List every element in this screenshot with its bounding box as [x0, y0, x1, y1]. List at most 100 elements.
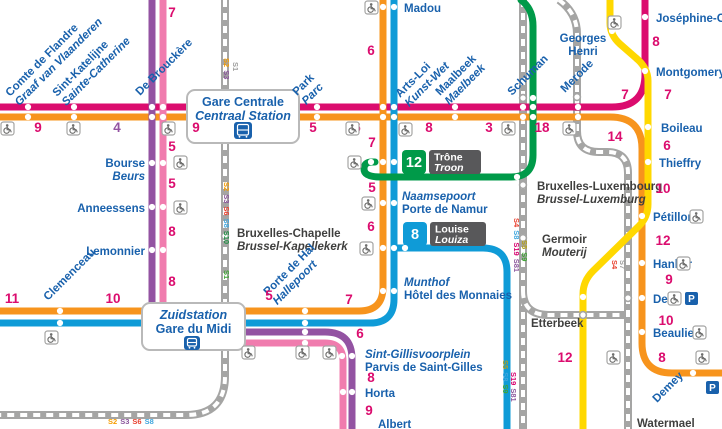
station-dot: [148, 203, 156, 211]
wheelchair-icon: [322, 345, 337, 360]
station-dot: [644, 123, 652, 131]
route-number-3: 3: [485, 120, 493, 135]
rail-station-dot: [220, 231, 230, 241]
station-label-line: Naamsepoort: [402, 191, 477, 203]
station-dot: [159, 246, 167, 254]
tram-line-pink-south: [241, 339, 347, 429]
s-route-label-s-luxembourg-2: S5S9: [520, 240, 529, 261]
wheelchair-icon: [359, 241, 374, 256]
route-number-11: 11: [5, 291, 20, 306]
station-label-line: Bourse: [105, 158, 145, 170]
station-dot: [24, 103, 32, 111]
railway-lines: [0, 0, 632, 429]
route-number-14: 14: [607, 129, 623, 144]
station-label-line: Thieffry: [659, 158, 702, 170]
route-number-5: 5: [265, 288, 273, 303]
station-box-name-2: Gare du Midi: [156, 322, 232, 336]
svg-text:P: P: [688, 294, 695, 305]
route-number-7: 7: [664, 87, 672, 102]
station-label-line: Bruxelles-Chapelle: [237, 228, 341, 240]
svg-text:P: P: [709, 383, 716, 394]
station-dot: [390, 3, 398, 11]
station-dot: [390, 103, 398, 111]
station-label-line: Boileau: [661, 123, 703, 135]
station-label-line: Bruxelles-Luxembourg: [537, 181, 662, 193]
station-dot: [379, 113, 387, 121]
parking-icons: PP: [685, 292, 719, 394]
station-dot: [390, 158, 398, 166]
route-number-12: 12: [655, 233, 670, 248]
s-route-label-s-chapelle: S1: [222, 270, 231, 279]
station-dot: [401, 244, 409, 252]
s-route-label-s-luxembourg-1: S4S8S19S81: [512, 218, 521, 272]
station-label-line: Brussel-Kapellekerk: [237, 241, 348, 253]
station-dot: [348, 388, 356, 396]
station-label-line: Porte de Namur: [402, 204, 488, 216]
station-label-line: Mouterij: [542, 247, 588, 259]
station-label-line: Munthof: [404, 277, 451, 289]
station-label-line: Germoir: [542, 234, 587, 246]
station-dot: [148, 113, 156, 121]
tram-line-teal-central: [0, 0, 398, 327]
station-label-line: Clemenceau: [42, 247, 98, 303]
station-label-line: Horta: [365, 388, 396, 400]
wheelchair-icon: [692, 325, 707, 340]
station-dot: [148, 246, 156, 254]
station-dot: [529, 113, 537, 121]
station-dot: [301, 339, 309, 347]
station-dot: [301, 328, 309, 336]
train-icon: [234, 122, 252, 139]
tram-line-yellow-7: [579, 0, 652, 429]
station-label-petillon: Pétillon: [653, 212, 695, 224]
route-number-9: 9: [34, 120, 42, 135]
station-dot: [159, 113, 167, 121]
station-dot: [390, 113, 398, 121]
s-route-label-s-centrale-top-2: S1: [231, 62, 240, 71]
route-numbers: 9495683181467567558811105768977861012910…: [5, 5, 674, 418]
route-number-5: 5: [168, 176, 176, 191]
wheelchair-icon: [295, 345, 310, 360]
route-number-6: 6: [356, 326, 364, 341]
station-dot: [70, 113, 78, 121]
railway-dash-midi-centrale: [0, 0, 227, 417]
route-number-7: 7: [168, 5, 176, 20]
station-dot: [390, 199, 398, 207]
wheelchair-icon: [689, 209, 704, 224]
wheelchair-icons: [0, 0, 710, 365]
station-dot: [529, 103, 537, 111]
tram-line-teal-louise-branch: [390, 244, 511, 429]
route-number-8: 8: [658, 350, 666, 365]
station-dot: [689, 369, 697, 377]
tram-line-green-12: [360, 0, 537, 181]
station-dot: [451, 103, 459, 111]
station-dot: [367, 158, 375, 166]
station-dot: [379, 103, 387, 111]
station-label-line: Hôtel des Monnaies: [404, 290, 512, 302]
station-dot: [379, 287, 387, 295]
route-number-7: 7: [621, 87, 629, 102]
rail-station-dot: [518, 233, 528, 243]
station-dot: [159, 203, 167, 211]
station-dot: [56, 319, 64, 327]
station-label-clemenceau: Clemenceau: [42, 247, 98, 303]
station-label-boileau: Boileau: [661, 123, 703, 135]
station-label-lemonnier: Lemonnier: [86, 246, 145, 258]
wheelchair-icon: [173, 200, 188, 215]
station-dot: [390, 244, 398, 252]
station-dot: [338, 352, 346, 360]
station-dot: [529, 94, 537, 102]
route-number-8: 8: [367, 370, 375, 385]
wheelchair-icon: [562, 121, 577, 136]
route-number-8: 8: [652, 34, 660, 49]
station-dot: [379, 3, 387, 11]
station-dot: [574, 113, 582, 121]
s-route-label-s-centrale-mid: S2S3S6S8S10: [222, 182, 231, 244]
